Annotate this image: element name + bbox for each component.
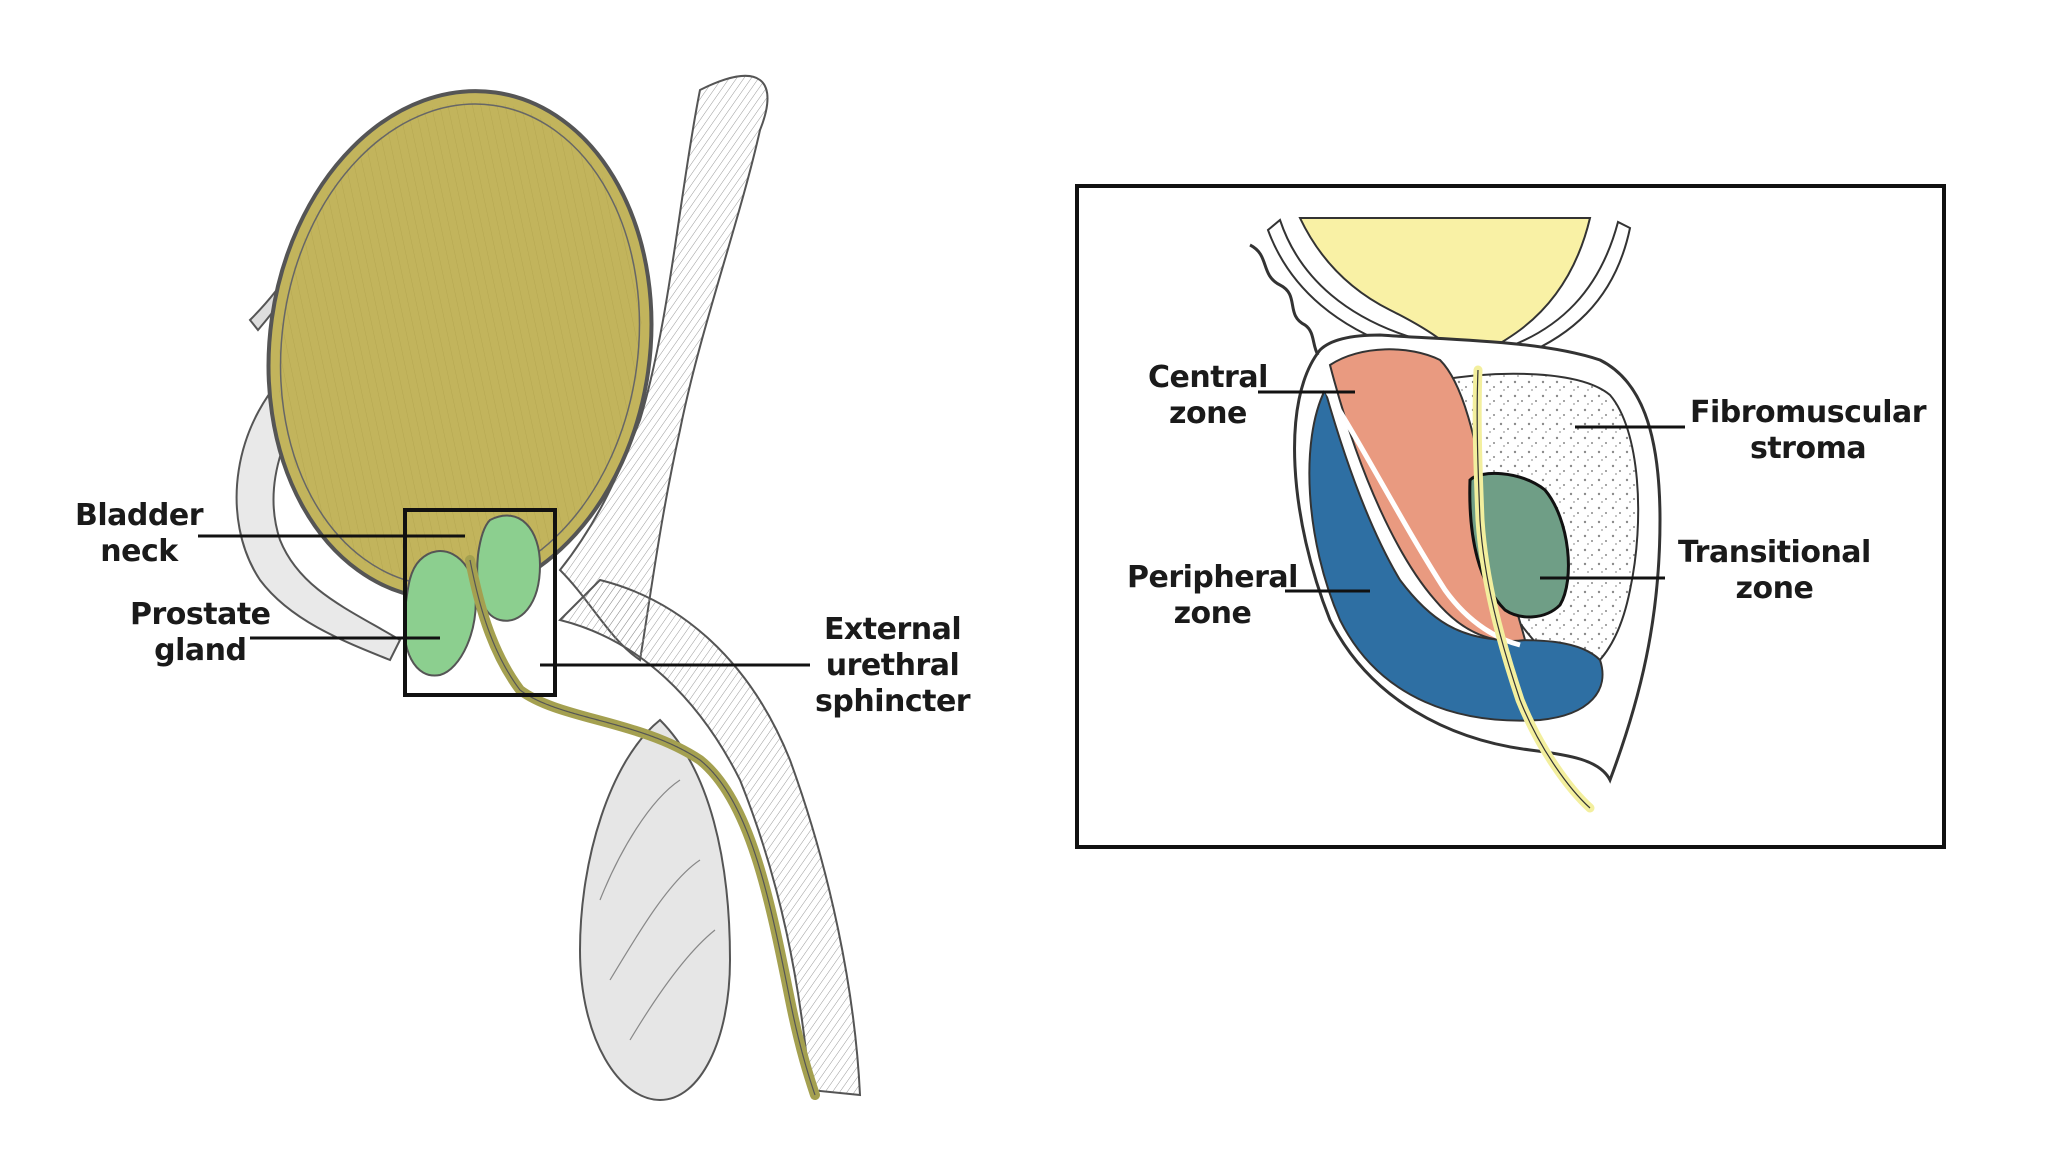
seminal-vesicle [1249,243,1320,356]
testis [578,718,732,1102]
label-fibromuscular-stroma: Fibromuscular stroma [1690,395,1927,466]
zones-panel [1075,184,1946,849]
label-central-zone: Central zone [1148,360,1268,431]
prostatic-urethra-outline [1476,369,1591,809]
label-transitional-zone: Transitional zone [1678,535,1871,606]
urethra-outline [469,559,816,1096]
label-peripheral-zone: Peripheral zone [1127,560,1298,631]
label-bladder-neck: Bladder neck [75,498,203,569]
body-wall [558,74,769,662]
prostate-lobe-anterior [476,514,542,622]
bladder-texture [278,101,642,589]
label-external-urethral-sphincter: External urethral sphincter [815,612,971,719]
testis-texture [599,779,716,1041]
label-prostate-gland: Prostate gland [130,597,271,668]
prostate-lobe-posterior [403,550,477,677]
peripheral-zone [1308,387,1604,722]
prostate-focus-box [403,508,557,697]
ejaculatory-duct [1317,378,1521,648]
sagittal-section [198,74,862,1102]
penile-shaft [558,578,862,1097]
